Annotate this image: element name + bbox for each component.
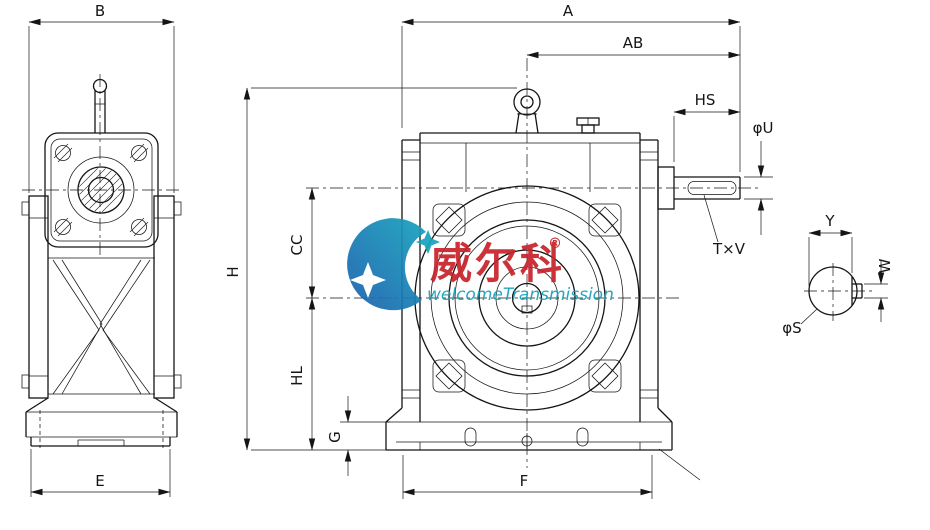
brand-subtitle-text: welcomeTransmission: [427, 285, 614, 305]
registered-trademark-symbol: ®: [548, 236, 562, 252]
corner-leader-line: [658, 448, 701, 481]
dim-w: W: [864, 258, 894, 322]
dim-hs: HS: [673, 91, 741, 162]
foot-slot: [576, 427, 589, 447]
breather-cap: [576, 117, 600, 134]
keyway-leader-line: [703, 194, 719, 243]
dim-label-f: F: [520, 472, 529, 490]
housing-circles: [414, 185, 640, 411]
dim-label-w: W: [876, 258, 894, 273]
dim-label-h: H: [224, 266, 242, 277]
dim-ab: AB: [526, 34, 741, 59]
dim-cc: CC: [288, 187, 316, 299]
front-view: [306, 58, 762, 481]
mounting-base: [385, 407, 701, 481]
dim-label-g: G: [326, 431, 344, 443]
dim-label-y: Y: [824, 212, 835, 230]
input-shaft: [657, 166, 741, 210]
dim-g: G: [326, 396, 390, 476]
corner-bolts: [53, 143, 149, 237]
logo-swoosh-icon: [347, 218, 426, 311]
dim-label-hl: HL: [288, 366, 306, 386]
dim-label-a: A: [563, 2, 574, 20]
logo-small-star-icon: [416, 230, 440, 254]
dim-y: Y: [808, 212, 853, 286]
bolt-bosses: [432, 203, 622, 393]
foot-slot: [464, 427, 477, 447]
dim-phi-s: φS: [782, 308, 818, 337]
shaft-diameter-leader-line: [800, 308, 818, 325]
dim-hl: HL: [288, 297, 316, 451]
logo-star-icon: [350, 262, 386, 298]
dim-a: A: [401, 2, 741, 172]
dim-label-t-x-v: T×V: [712, 240, 746, 258]
dim-t-x-v: T×V: [703, 194, 746, 258]
lifting-eye: [513, 88, 541, 134]
dim-label-b: B: [95, 2, 105, 20]
dim-label-phi-u: φU: [753, 119, 774, 137]
side-view: [21, 74, 182, 448]
dim-phi-u: φU: [744, 119, 773, 235]
dim-label-hs: HS: [695, 91, 716, 109]
shaft-keyway: [687, 181, 737, 195]
dim-label-phi-s: φS: [782, 319, 801, 337]
dim-f: F: [402, 455, 653, 499]
shaft-key-detail: Y W φS: [782, 212, 894, 337]
dim-label-cc: CC: [288, 235, 306, 256]
brand-watermark: 威尔科 ® welcomeTransmission: [347, 218, 614, 311]
brand-name-text: 威尔科: [430, 239, 565, 288]
dim-label-ab: AB: [623, 34, 644, 52]
dim-h: H: [224, 87, 517, 451]
dim-b: B: [28, 2, 175, 193]
dim-e: E: [30, 449, 171, 497]
dim-label-e: E: [95, 472, 104, 490]
